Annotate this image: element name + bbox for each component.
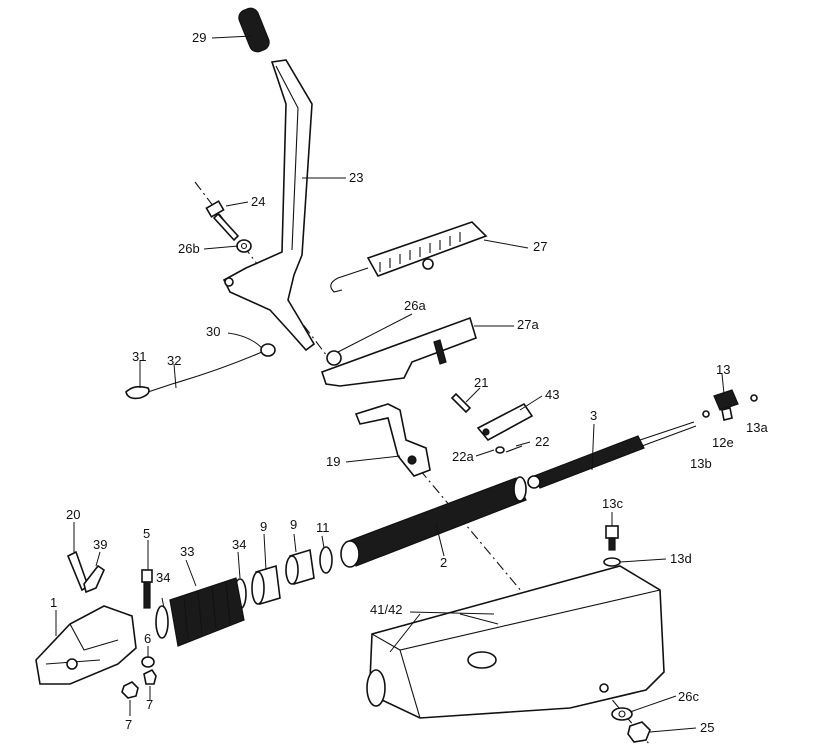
callout-13a: 13a [746,420,768,435]
part-13a-nut [750,394,758,402]
callout-29: 29 [192,30,207,45]
part-13b-washer [702,410,710,418]
part-29-handle-grip [238,7,270,53]
callout-33: 33 [180,544,195,559]
part-23-hand-lever [222,59,316,352]
part-9-bushing-b [251,564,281,606]
housing-frame [366,565,665,719]
callout-12e: 12e [712,435,734,450]
callout-13: 13 [716,362,731,377]
callout-7-right: 7 [146,697,154,712]
part-7-nut-b [143,668,157,685]
part-19-bracket [354,403,431,477]
part-13d-washer [603,557,621,567]
callout-24: 24 [251,194,266,209]
callout-32: 32 [167,353,182,368]
callout-26c: 26c [678,689,699,704]
part-22-clip [495,445,523,454]
part-1-coupling-head [35,605,137,685]
part-33-bellows-boot [169,577,245,647]
leader-lines [55,35,725,733]
callout-3: 3 [590,408,598,423]
part-13c-bolt [605,525,619,551]
part-13-clip [713,389,739,421]
callout-27: 27 [533,239,548,254]
callout-13c: 13c [602,496,623,511]
part-39-bracket [83,564,106,594]
callout-1: 1 [50,595,58,610]
part-27-spring-cylinder [330,221,488,293]
callout-34-upper: 34 [232,537,247,552]
part-25-nut [627,721,651,743]
callout-27a: 27a [517,317,539,332]
callout-31: 31 [132,349,147,364]
callout-2: 2 [440,555,448,570]
part-6-washer [141,656,155,668]
callout-25: 25 [700,720,715,735]
callout-22: 22 [535,434,550,449]
callout-41-42: 41/42 [370,602,403,617]
callout-9-right: 9 [290,517,298,532]
part-7-nut-a [121,681,139,699]
part-43-link [476,402,534,442]
callout-7-left: 7 [125,717,133,732]
part-11-ring [319,546,333,574]
part-3-shock-absorber [527,421,697,489]
callout-6: 6 [144,631,152,646]
part-5-bolt [141,569,153,609]
callout-22a: 22a [452,449,474,464]
part-2-draw-tube [340,476,527,568]
callout-21: 21 [474,375,489,390]
callout-30: 30 [206,324,221,339]
callout-11: 11 [316,520,330,535]
part-21-pin [450,392,472,414]
callout-26a: 26a [404,298,426,313]
callout-20: 20 [66,507,81,522]
part-26b-washer [236,239,252,253]
callout-5: 5 [143,526,151,541]
part-27a-bracket-plate [320,316,477,387]
part-24-bolt [205,200,240,242]
part-34-ring-b [155,605,169,639]
part-30-32-breakaway-cable [125,343,276,400]
callout-43: 43 [545,387,560,402]
callout-19: 19 [326,454,341,469]
callout-34-lower: 34 [156,570,171,585]
callout-23: 23 [349,170,364,185]
callout-13b: 13b [690,456,712,471]
center-axis-line [194,181,651,746]
callout-13d: 13d [670,551,692,566]
callout-9-left: 9 [260,519,268,534]
part-26c-washer [611,707,633,721]
part-9-bushing-a [285,548,315,586]
callout-26b: 26b [178,241,200,256]
callout-39: 39 [93,537,108,552]
